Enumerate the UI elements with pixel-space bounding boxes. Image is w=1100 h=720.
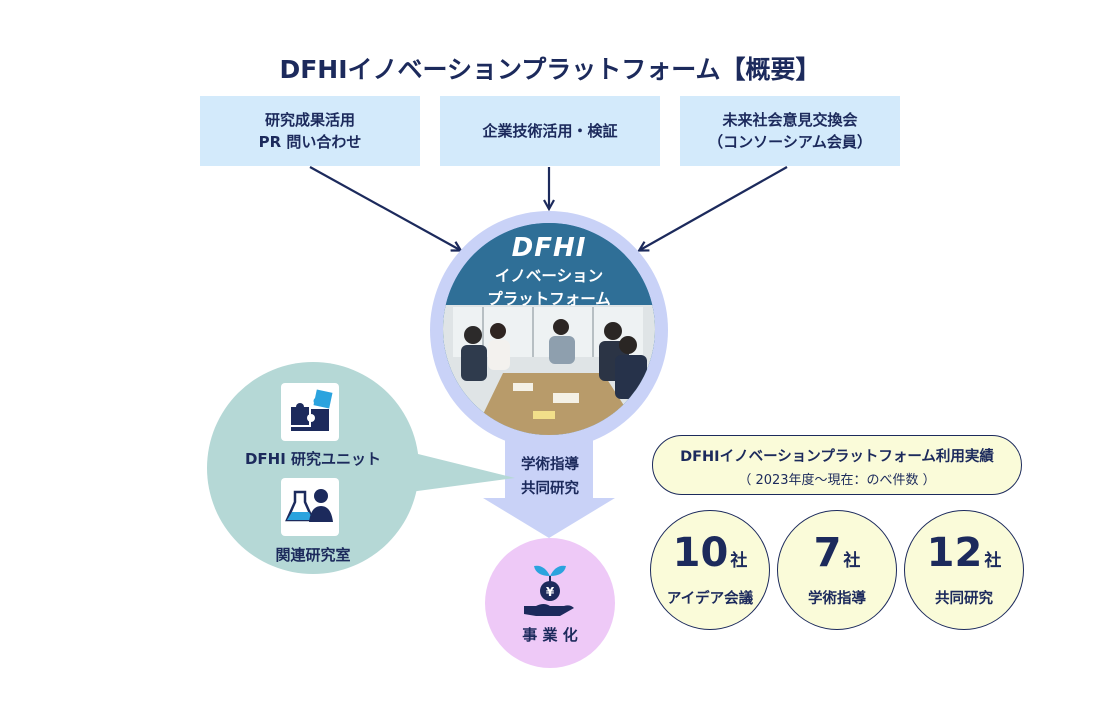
flask-researcher-icon	[281, 478, 339, 536]
input-box-future-society: 未来社会意見交換会 （コンソーシアム会員）	[680, 96, 900, 166]
yen-sprout-hand-icon: ¥	[524, 565, 574, 616]
input-box-line1: 未来社会意見交換会	[722, 111, 858, 129]
stat-unit: 社	[984, 551, 1002, 571]
stat-value: 12	[926, 530, 983, 576]
research-unit-label: DFHI 研究ユニット	[244, 450, 382, 468]
bubble-tail	[410, 452, 515, 492]
stat-label: アイデア会議	[666, 591, 754, 607]
arrow-right	[640, 166, 788, 250]
usage-stats-subtitle: （ 2023年度〜現在：のべ件数 ）	[738, 473, 936, 488]
platform-label-line1: イノベーション	[494, 267, 604, 285]
usage-stats-header: DFHIイノベーションプラットフォーム利用実績 （ 2023年度〜現在：のべ件数…	[652, 435, 1022, 495]
flow-label-line1: 学術指導	[521, 457, 579, 473]
svg-text:¥: ¥	[546, 585, 555, 599]
commercialization-circle: ¥ 事 業 化	[485, 538, 615, 668]
usage-stats-title: DFHIイノベーションプラットフォーム利用実績	[680, 449, 994, 465]
input-box-research-pr: 研究成果活用 PR 問い合わせ	[200, 96, 420, 166]
stat-label: 共同研究	[935, 591, 993, 607]
input-box-line2: PR 問い合わせ	[258, 133, 362, 151]
meeting-photo	[443, 223, 655, 435]
input-box-corporate-tech: 企業技術活用・検証	[440, 96, 660, 166]
arrow-left	[309, 166, 460, 250]
input-box-line1: 企業技術活用・検証	[482, 122, 618, 140]
page-title: DFHIイノベーションプラットフォーム【概要】	[279, 55, 821, 84]
puzzle-icon	[281, 383, 339, 441]
platform-circle: DFHI イノベーション プラットフォーム	[443, 223, 655, 435]
platform-label-line2: プラットフォーム	[487, 290, 611, 308]
commercialization-label: 事 業 化	[522, 626, 578, 644]
flow-down-arrow	[483, 438, 615, 538]
related-lab-label: 関連研究室	[275, 546, 351, 564]
input-box-line1: 研究成果活用	[264, 111, 355, 129]
input-box-line2: （コンソーシアム会員）	[708, 133, 872, 151]
platform-logo: DFHI	[511, 233, 587, 263]
flow-label: 学術指導 共同研究	[500, 453, 600, 501]
stat-value: 7	[813, 530, 842, 576]
stat-unit: 社	[843, 551, 861, 571]
flow-label-line2: 共同研究	[521, 481, 579, 497]
stat-label: 学術指導	[808, 591, 866, 607]
stat-value: 10	[672, 530, 729, 576]
stat-unit: 社	[730, 551, 748, 571]
